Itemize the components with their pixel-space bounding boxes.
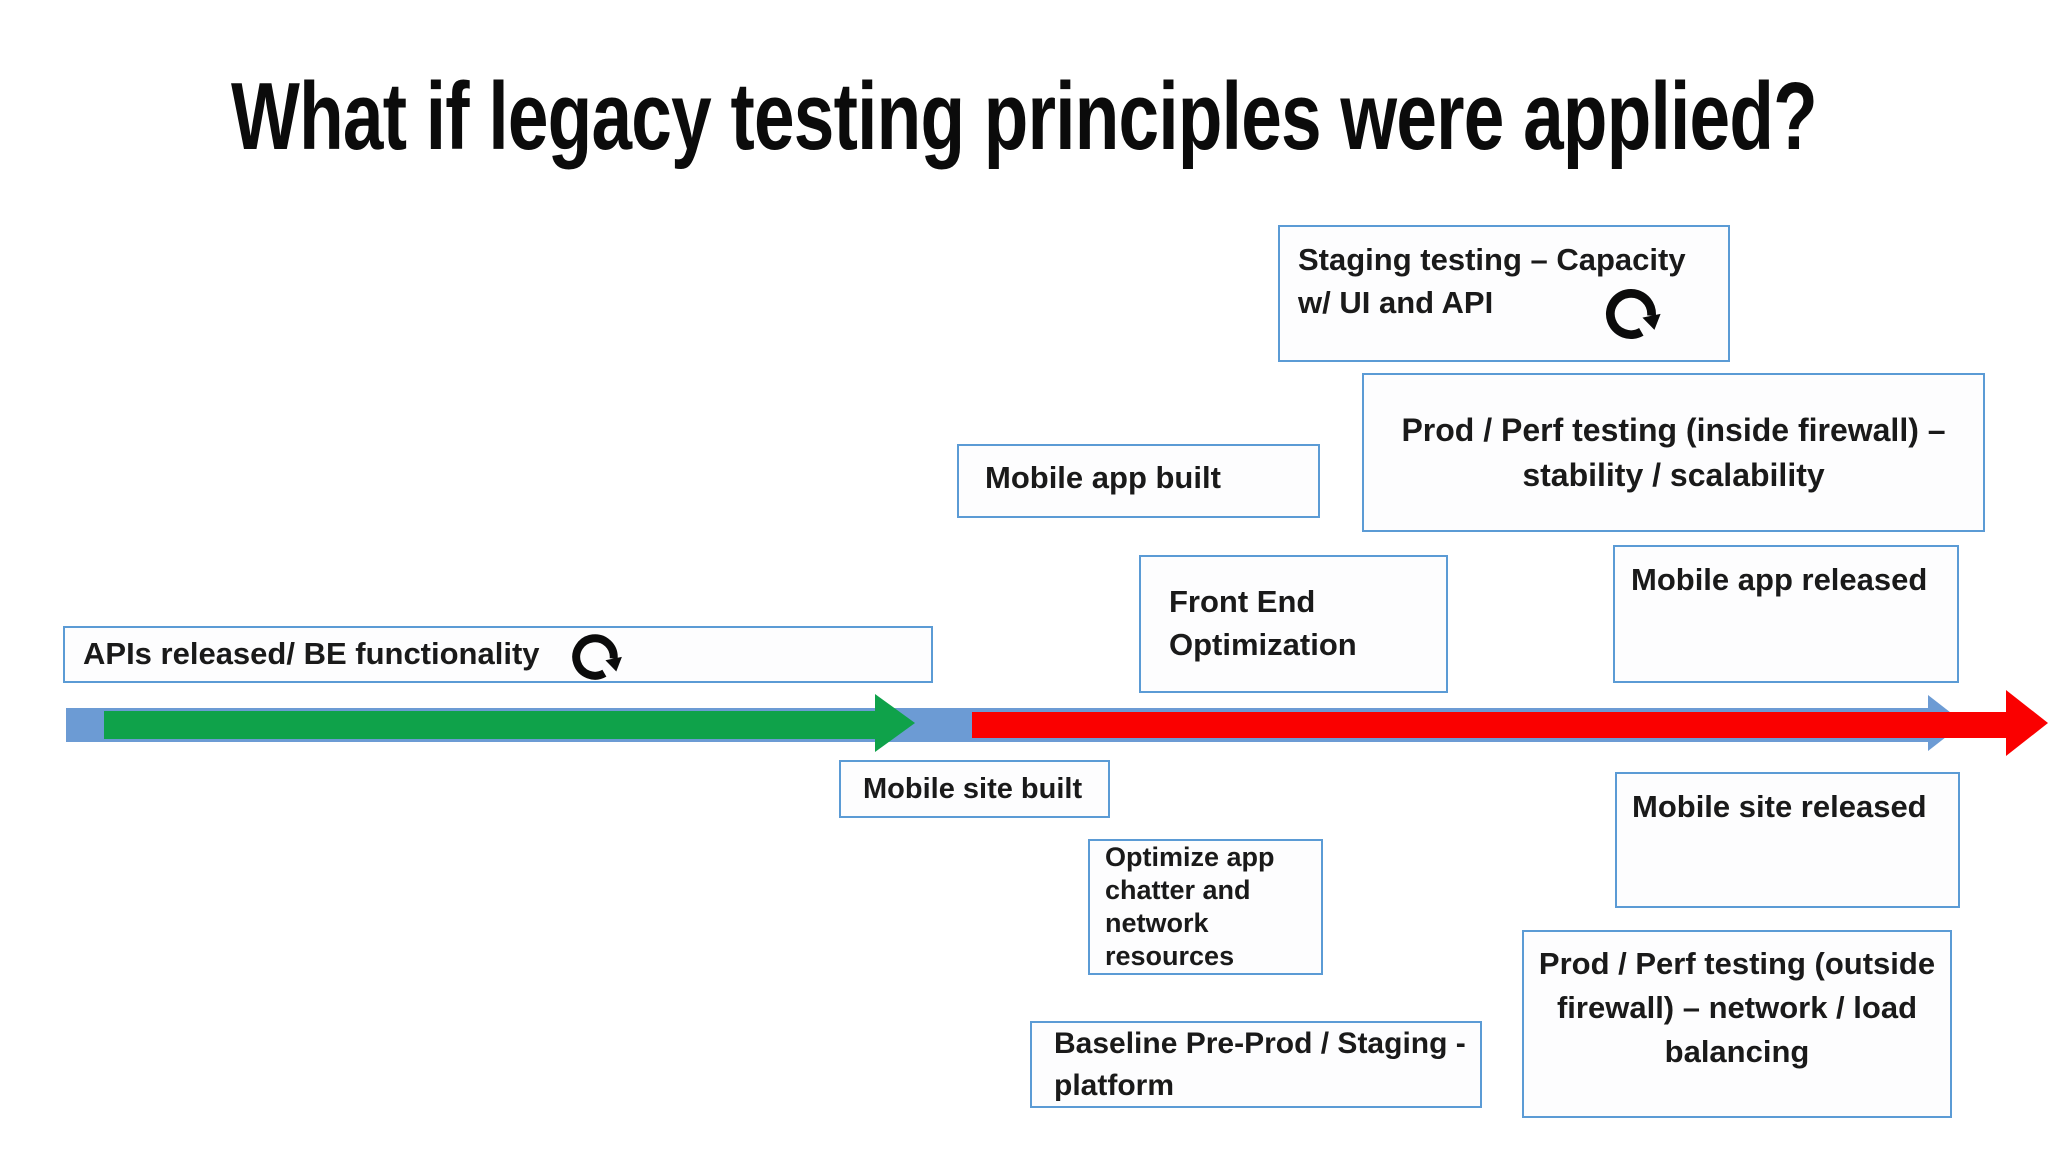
box-optimize-app-chatter: Optimize app chatter and network resourc… [1088, 839, 1323, 975]
box-prod-perf-outside-firewall: Prod / Perf testing (outside firewall) –… [1522, 930, 1952, 1118]
box-apis-released: APIs released/ BE functionality [63, 626, 933, 683]
box-label: APIs released/ BE functionality [83, 636, 540, 672]
circular-arrow-icon [565, 627, 625, 687]
box-label: Mobile site released [1632, 789, 1927, 824]
box-label: Mobile app built [985, 459, 1221, 495]
box-label: Prod / Perf testing (outside firewall) –… [1538, 946, 1936, 1070]
box-front-end-optimization: Front End Optimization [1139, 555, 1448, 693]
box-label: Front End Optimization [1169, 584, 1357, 662]
box-mobile-site-released: Mobile site released [1615, 772, 1960, 908]
box-prod-perf-inside-firewall: Prod / Perf testing (inside firewall) – … [1362, 373, 1985, 532]
box-label: Mobile app released [1631, 562, 1928, 597]
timeline-green-arrowhead-icon [875, 694, 915, 752]
circular-arrow-icon [1598, 281, 1664, 347]
timeline-green-bar [104, 711, 875, 739]
timeline-red-arrowhead-icon [2006, 690, 2048, 756]
box-staging-testing: Staging testing – Capacity w/ UI and API [1278, 225, 1730, 362]
timeline-red-bar [972, 712, 2008, 738]
box-label: Prod / Perf testing (inside firewall) – … [1401, 412, 1946, 493]
box-mobile-app-released: Mobile app released [1613, 545, 1959, 683]
box-label: Baseline Pre-Prod / Staging - platform [1054, 1027, 1466, 1102]
box-mobile-site-built: Mobile site built [839, 760, 1110, 818]
box-label: Optimize app chatter and network resourc… [1105, 842, 1275, 971]
box-mobile-app-built: Mobile app built [957, 444, 1320, 518]
box-label: Mobile site built [863, 772, 1083, 805]
box-label: Staging testing – Capacity w/ UI and API [1298, 242, 1686, 320]
box-baseline-preprod-staging: Baseline Pre-Prod / Staging - platform [1030, 1021, 1482, 1108]
slide-title: What if legacy testing principles were a… [231, 63, 1818, 170]
